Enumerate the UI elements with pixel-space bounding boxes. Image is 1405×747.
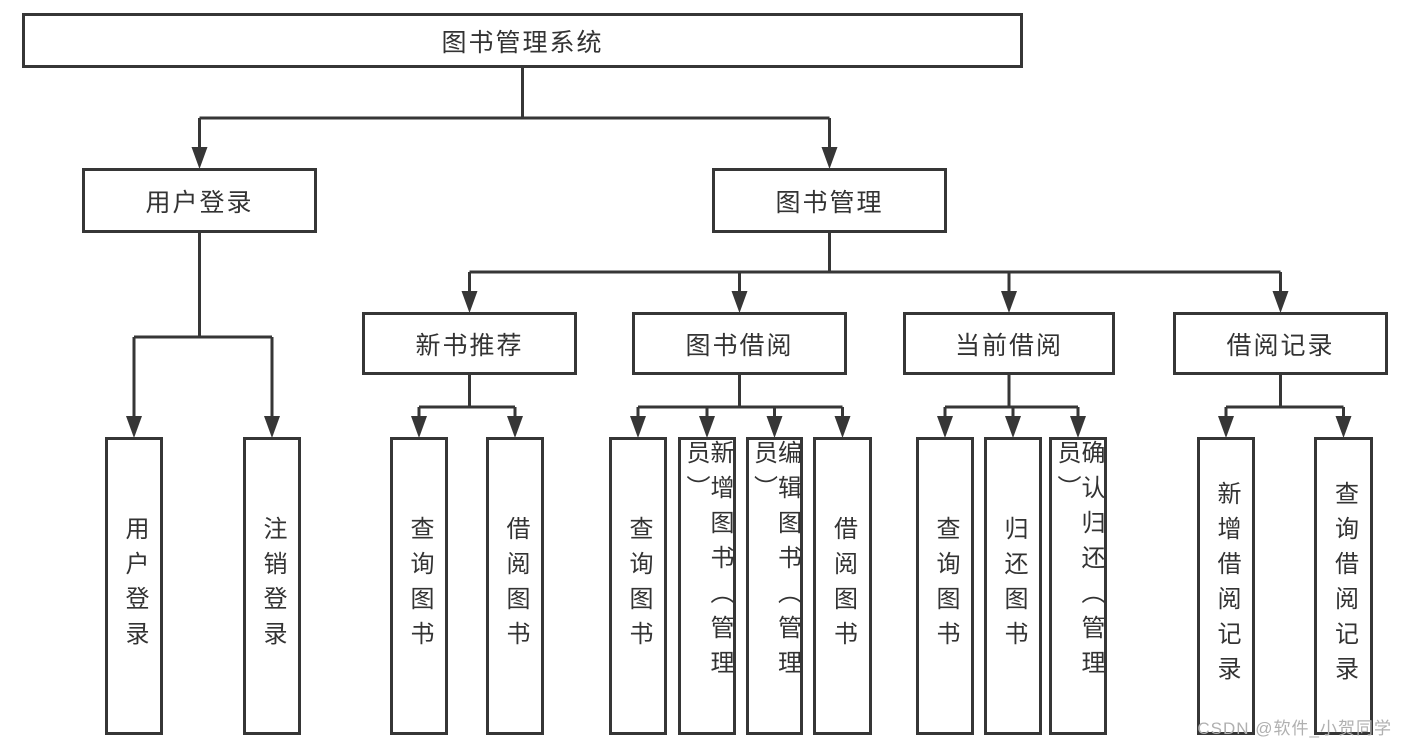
node-label: 注销登录 bbox=[259, 516, 286, 656]
node-label: 图书管理 bbox=[775, 188, 884, 217]
arrowhead-icon bbox=[630, 416, 646, 438]
node-label: 图书管理系统 bbox=[441, 28, 604, 57]
arrowhead-icon bbox=[821, 147, 838, 169]
arrowhead-icon bbox=[1218, 416, 1234, 438]
arrowhead-icon bbox=[937, 416, 953, 438]
node-label: 当前借阅 bbox=[954, 331, 1063, 360]
node-v-borrow-book-1: 借阅图书 bbox=[486, 437, 544, 735]
arrowhead-icon bbox=[1335, 416, 1352, 438]
node-v-query-book-1: 查询图书 bbox=[390, 437, 448, 735]
node-label: 借阅图书 bbox=[502, 516, 529, 656]
arrowhead-icon bbox=[507, 416, 523, 438]
node-label: 归还图书 bbox=[1000, 516, 1027, 656]
node-new-book-rec: 新书推荐 bbox=[362, 312, 577, 375]
node-book-mgmt: 图书管理 bbox=[712, 168, 947, 233]
node-label: 借阅图书 bbox=[829, 516, 857, 656]
node-current-borrow: 当前借阅 bbox=[903, 312, 1115, 375]
node-v-query-book-2: 查询图书 bbox=[609, 437, 667, 735]
arrowhead-icon bbox=[1272, 291, 1289, 313]
node-label: 查询图书 bbox=[625, 516, 652, 656]
node-v-borrow-book-2: 借阅图书 bbox=[813, 437, 872, 735]
node-label: 查询图书 bbox=[406, 516, 433, 656]
watermark: CSDN @软件_小贺同学 bbox=[1197, 719, 1392, 738]
node-user-login: 用户登录 bbox=[82, 168, 317, 233]
arrowhead-icon bbox=[699, 416, 715, 438]
arrowhead-icon bbox=[1005, 416, 1021, 438]
arrowhead-icon bbox=[1070, 416, 1086, 438]
node-v-logout: 注销登录 bbox=[243, 437, 301, 735]
arrowhead-icon bbox=[731, 291, 748, 313]
node-label: 确认归还（管理员） bbox=[1053, 440, 1104, 685]
node-label: 用户登录 bbox=[145, 188, 254, 217]
arrowhead-icon bbox=[461, 291, 478, 313]
node-label: 编辑图书（管理员） bbox=[749, 440, 801, 685]
node-borrow-record: 借阅记录 bbox=[1173, 312, 1388, 375]
node-book-borrow: 图书借阅 bbox=[632, 312, 847, 375]
node-v-edit-book: 编辑图书（管理员） bbox=[746, 437, 803, 735]
arrowhead-icon bbox=[1001, 291, 1017, 313]
node-v-confirm-return: 确认归还（管理员） bbox=[1049, 437, 1107, 735]
arrowhead-icon bbox=[766, 416, 783, 438]
node-label: 图书借阅 bbox=[685, 331, 794, 360]
node-v-add-book: 新增图书（管理员） bbox=[678, 437, 736, 735]
node-v-user-login: 用户登录 bbox=[105, 437, 163, 735]
arrowhead-icon bbox=[264, 416, 280, 438]
node-label: 借阅记录 bbox=[1226, 331, 1335, 360]
node-v-add-borrow-record: 新增借阅记录 bbox=[1197, 437, 1255, 735]
node-v-query-book-3: 查询图书 bbox=[916, 437, 974, 735]
node-v-return-book: 归还图书 bbox=[984, 437, 1042, 735]
node-label: 新增图书（管理员） bbox=[682, 440, 733, 685]
arrowhead-icon bbox=[834, 416, 851, 438]
node-label: 新增借阅记录 bbox=[1213, 481, 1240, 691]
arrowhead-icon bbox=[126, 416, 142, 438]
arrowhead-icon bbox=[411, 416, 427, 438]
arrowhead-icon bbox=[191, 147, 208, 169]
node-label: 查询图书 bbox=[932, 516, 959, 656]
node-label: 新书推荐 bbox=[415, 331, 524, 360]
node-label: 用户登录 bbox=[121, 516, 148, 656]
node-root: 图书管理系统 bbox=[22, 13, 1023, 68]
node-v-query-borrow-record: 查询借阅记录 bbox=[1314, 437, 1373, 735]
node-label: 查询借阅记录 bbox=[1330, 481, 1358, 691]
